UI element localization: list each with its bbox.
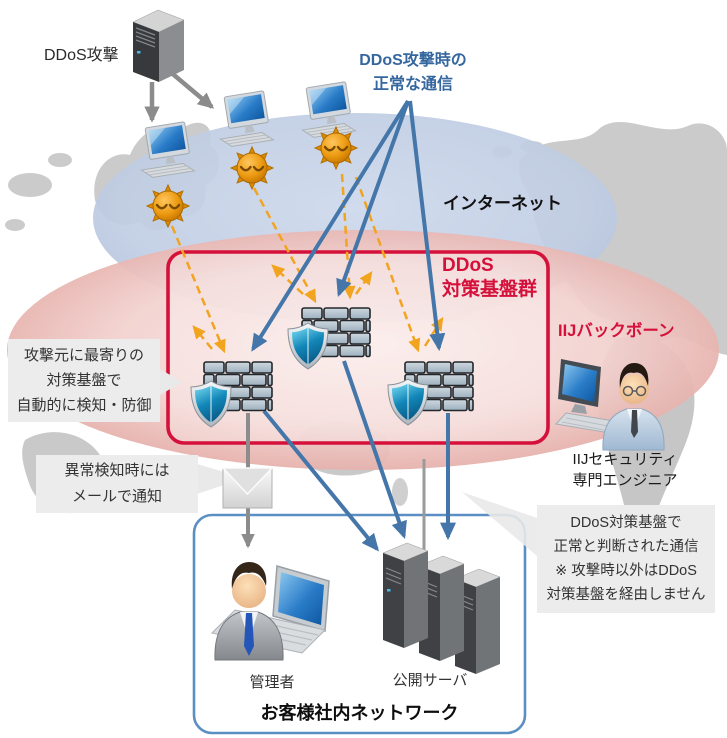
backbone-label: IIJバックボーン (558, 322, 675, 340)
admin-person-icon (211, 562, 330, 661)
infected-pc-2 (213, 89, 274, 149)
callout-auto-detect: 攻撃元に最寄りの 対策基盤で 自動的に検知・防御 (8, 339, 160, 422)
callout-note-line4: 対策基盤を経由しません (546, 587, 706, 603)
callout-note-line1: DDoS対策基盤で (570, 515, 682, 531)
public-servers-label: 公開サーバ (392, 672, 468, 689)
callout-normal-note: DDoS対策基盤で 正常と判断された通信 ※ 攻撃時以外はDDoS 対策基盤を経… (537, 505, 715, 613)
virus-icon-1 (147, 185, 189, 227)
admin-label: 管理者 (249, 674, 295, 691)
normal-traffic-arrows (251, 99, 456, 552)
normal-traffic-label: DDoS攻撃時の 正常な通信 (338, 49, 488, 97)
virus-icon-3 (315, 127, 357, 169)
attack-source-label: DDoS攻撃 (44, 47, 119, 64)
attack-traffic-arrows (170, 173, 444, 354)
engineer-label-line1: IIJセキュリティ (572, 451, 678, 468)
ddos-platform-label: DDoS 対策基盤群 (442, 254, 537, 302)
callout-mail-notify: 異常検知時には メールで通知 (36, 455, 198, 513)
callout-auto-detect-line2: 対策基盤で (46, 372, 122, 389)
engineer-label: IIJセキュリティ 専門エンジニア (550, 449, 700, 491)
ddos-platform-line2: 対策基盤群 (442, 279, 538, 300)
ddos-platform-line1: DDoS (442, 255, 494, 276)
attack-command-arrow-2 (166, 68, 215, 109)
engineer-label-line2: 専門エンジニア (572, 472, 678, 489)
customer-network-label: お客様社内ネットワーク (260, 703, 459, 723)
internet-label: インターネット (443, 194, 562, 213)
callout-mail-line2: メールで通知 (71, 488, 162, 505)
callout-auto-detect-line3: 自動的に検知・防御 (16, 397, 152, 414)
normal-traffic-line1: DDoS攻撃時の (359, 52, 467, 69)
callout-note-line2: 正常と判断された通信 (553, 539, 699, 555)
callout-pointers (155, 366, 537, 556)
envelope-icon (221, 467, 274, 509)
attacker-server-icon (132, 9, 185, 82)
normal-traffic-line2: 正常な通信 (372, 76, 453, 93)
virus-icon-2 (231, 147, 273, 189)
callout-auto-detect-line1: 攻撃元に最寄りの (23, 347, 144, 364)
callout-note-line3: ※ 攻撃時以外はDDoS (555, 563, 697, 579)
callout-mail-line1: 異常検知時には (64, 462, 170, 479)
engineer-person-icon (555, 359, 665, 451)
